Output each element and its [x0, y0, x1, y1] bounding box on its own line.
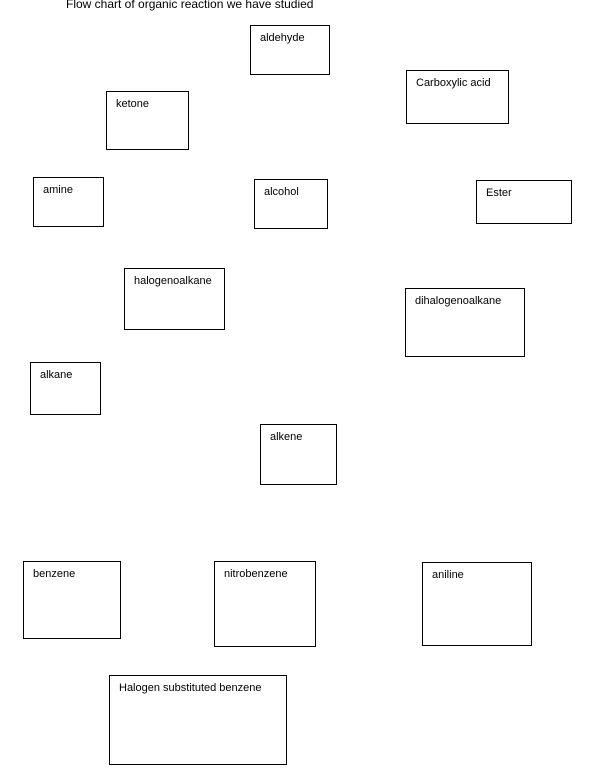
node-label: Ester	[486, 187, 512, 199]
node-dihalogenoalkane: dihalogenoalkane	[405, 288, 525, 357]
node-alkene: alkene	[260, 424, 337, 485]
node-label: Carboxylic acid	[416, 77, 491, 89]
node-ketone: ketone	[106, 91, 189, 150]
diagram-title: Flow chart of organic reaction we have s…	[66, 0, 314, 11]
node-ester: Ester	[476, 180, 572, 224]
node-label: alkene	[270, 431, 303, 443]
node-label: alcohol	[264, 186, 299, 198]
node-amine: amine	[33, 177, 104, 227]
node-alkane: alkane	[30, 362, 101, 415]
node-label: benzene	[33, 568, 76, 580]
node-nitrobenzene: nitrobenzene	[214, 561, 316, 647]
node-label: Halogen substituted benzene	[119, 682, 262, 694]
node-halogen-substituted-benzene: Halogen substituted benzene	[109, 675, 287, 765]
node-label: alkane	[40, 369, 73, 381]
node-label: halogenoalkane	[134, 275, 212, 287]
node-label: aniline	[432, 569, 464, 581]
node-label: dihalogenoalkane	[415, 295, 502, 307]
node-aldehyde: aldehyde	[250, 25, 330, 75]
node-label: aldehyde	[260, 32, 305, 44]
node-halogenoalkane: halogenoalkane	[124, 268, 225, 330]
node-carboxylic-acid: Carboxylic acid	[406, 70, 509, 124]
node-benzene: benzene	[23, 561, 121, 639]
node-alcohol: alcohol	[254, 179, 328, 229]
node-label: amine	[43, 184, 73, 196]
node-label: ketone	[116, 98, 150, 110]
node-aniline: aniline	[422, 562, 532, 646]
node-label: nitrobenzene	[224, 568, 288, 580]
